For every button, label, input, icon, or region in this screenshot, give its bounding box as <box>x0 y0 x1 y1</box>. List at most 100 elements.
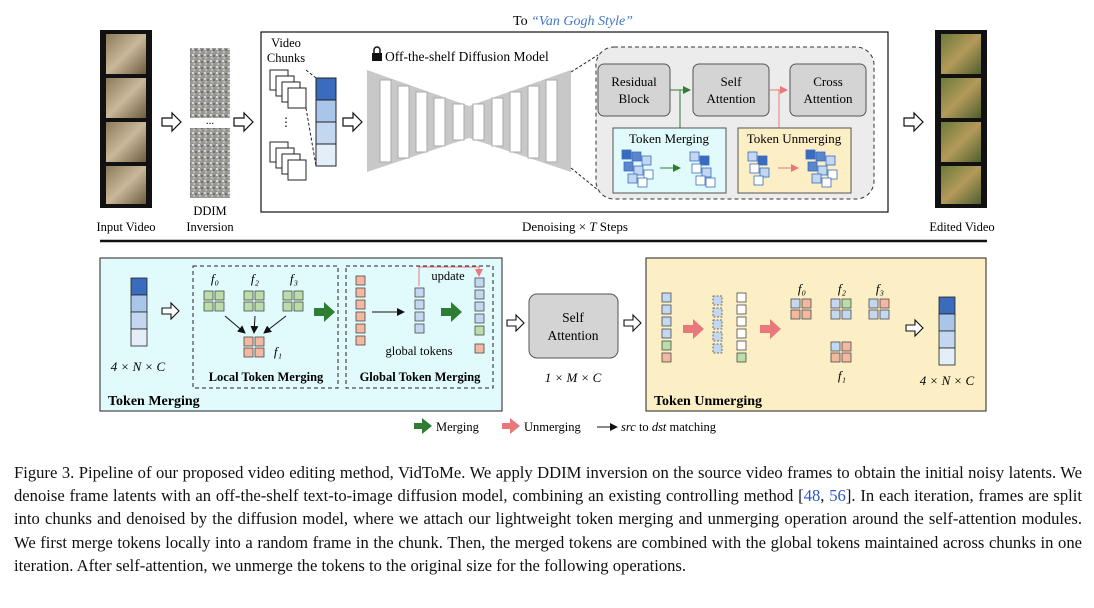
token-unmerging-label: Token Unmerging <box>747 131 842 146</box>
self-attention-block <box>528 293 619 359</box>
self-attn-label-2: Attention <box>548 328 599 343</box>
hollow-arrow-icon <box>342 111 363 133</box>
citation-link[interactable]: 56 <box>829 486 846 506</box>
dims-mid-label: 1 × M × C <box>545 370 602 385</box>
dashed-line <box>570 54 599 73</box>
local-merging-label: Local Token Merging <box>209 370 324 384</box>
combined-token-column <box>474 277 485 354</box>
residual-label-2: Block <box>618 91 650 106</box>
merge-arrow-icon <box>441 302 462 322</box>
token-unmerging-title: Token Unmerging <box>654 394 762 409</box>
token-merging-title: Token Merging <box>108 394 200 409</box>
hollow-arrow-icon <box>233 111 254 133</box>
caption-separator: , <box>820 486 830 506</box>
dims-in-label: 4 × N × C <box>111 359 166 374</box>
hollow-arrow-icon <box>161 111 182 133</box>
token-merging-label: Token Merging <box>629 131 710 146</box>
diffusion-model-label: Off-the-shelf Diffusion Model <box>385 49 549 64</box>
target-style-label: To “Van Gogh Style” <box>513 14 633 29</box>
dims-out-label: 4 × N × C <box>920 373 975 388</box>
token-cluster <box>805 149 838 188</box>
f2-label: f₂ <box>838 281 847 296</box>
legend-unmerging: Unmerging <box>524 420 581 434</box>
token-merging-panel <box>99 257 503 412</box>
cross-attn-label-2: Attention <box>803 91 853 106</box>
token-cluster <box>747 151 770 186</box>
caption-text: ]. In each iteration, frames are split i… <box>14 486 1082 575</box>
unmerge-arrow-icon <box>760 319 781 339</box>
residual-block <box>597 63 671 117</box>
flow-line <box>263 315 287 334</box>
lock-icon <box>372 46 382 61</box>
cross-attention-block <box>789 63 867 117</box>
f0-label: f₀ <box>211 271 219 286</box>
ddim-noise-latents <box>190 48 230 198</box>
unmerge-arrow-icon <box>502 418 520 434</box>
caption-text: Figure 3. Pipeline of our proposed video… <box>14 463 1082 506</box>
pipeline-diagram: To “Van Gogh Style” Input Video ... DDIM… <box>96 14 995 434</box>
self-attn-label: Self <box>721 74 743 89</box>
chunks-ellipsis: ⋮ <box>280 115 292 129</box>
edited-video-strip <box>935 30 987 208</box>
frame-token-grids <box>790 298 890 363</box>
global-token-column <box>414 287 425 334</box>
f1-label: f₁ <box>838 368 846 383</box>
self-attention-block <box>692 63 770 117</box>
token-column <box>315 77 337 167</box>
destination-token-grid <box>243 336 265 358</box>
merge-arrow-icon <box>314 302 335 322</box>
recovered-token-column <box>736 292 747 363</box>
merge-arrow-icon <box>414 418 432 434</box>
input-video-label: Input Video <box>96 220 155 234</box>
video-chunks-label-2: Chunks <box>267 51 305 65</box>
cross-attn-label: Cross <box>813 74 843 89</box>
self-attn-label: Self <box>562 310 584 325</box>
local-merging-box <box>192 265 339 389</box>
hollow-arrow-icon <box>905 318 924 338</box>
global-merging-label: Global Token Merging <box>360 370 482 384</box>
frame-token-grids <box>203 290 304 312</box>
hollow-arrow-icon <box>161 301 180 321</box>
residual-label: Residual <box>611 74 657 89</box>
flow-line <box>224 315 246 334</box>
video-chunks-label: Video <box>271 36 301 50</box>
token-unmerging-panel <box>645 257 987 412</box>
update-loop <box>418 266 483 286</box>
hollow-arrow-icon <box>623 313 642 333</box>
denoising-label: Denoising × T Steps <box>522 219 628 234</box>
global-tokens-label: global tokens <box>385 344 452 358</box>
token-cluster <box>621 149 654 188</box>
figure-caption: Figure 3. Pipeline of our proposed video… <box>14 461 1082 577</box>
ddim-label: DDIM <box>193 204 226 218</box>
output-token-column <box>661 292 672 363</box>
legend-matching: src to dst matching <box>621 420 717 434</box>
video-chunk-stack <box>269 69 307 181</box>
f1-label: f₁ <box>274 344 282 359</box>
edited-video-label: Edited Video <box>929 220 994 234</box>
unmerge-arrow-icon <box>683 319 704 339</box>
token-column <box>130 277 148 347</box>
legend-merging: Merging <box>436 420 480 434</box>
unet-diagram <box>367 70 571 172</box>
dashed-token-column <box>712 295 723 354</box>
token-column <box>938 296 956 366</box>
f0-label: f₀ <box>798 281 806 296</box>
citation-link[interactable]: 48 <box>803 486 821 506</box>
ddim-ellipsis: ... <box>206 115 215 127</box>
hollow-arrow-icon <box>903 111 924 133</box>
global-merging-box <box>345 265 494 389</box>
dashed-line <box>305 69 317 79</box>
hollow-arrow-icon <box>506 313 525 333</box>
merged-token-column <box>355 275 366 346</box>
token-cluster <box>689 151 716 188</box>
ddim-label-2: Inversion <box>186 220 234 234</box>
self-attn-label-2: Attention <box>706 91 756 106</box>
update-label: update <box>431 269 465 283</box>
input-video-strip <box>100 30 152 208</box>
legend: Merging Unmerging src to dst matching <box>414 418 717 434</box>
f3-label: f₃ <box>876 281 884 296</box>
flow-line <box>250 315 259 334</box>
f2-label: f₂ <box>251 271 260 286</box>
dashed-line <box>570 167 599 191</box>
f3-label: f₃ <box>290 271 298 286</box>
